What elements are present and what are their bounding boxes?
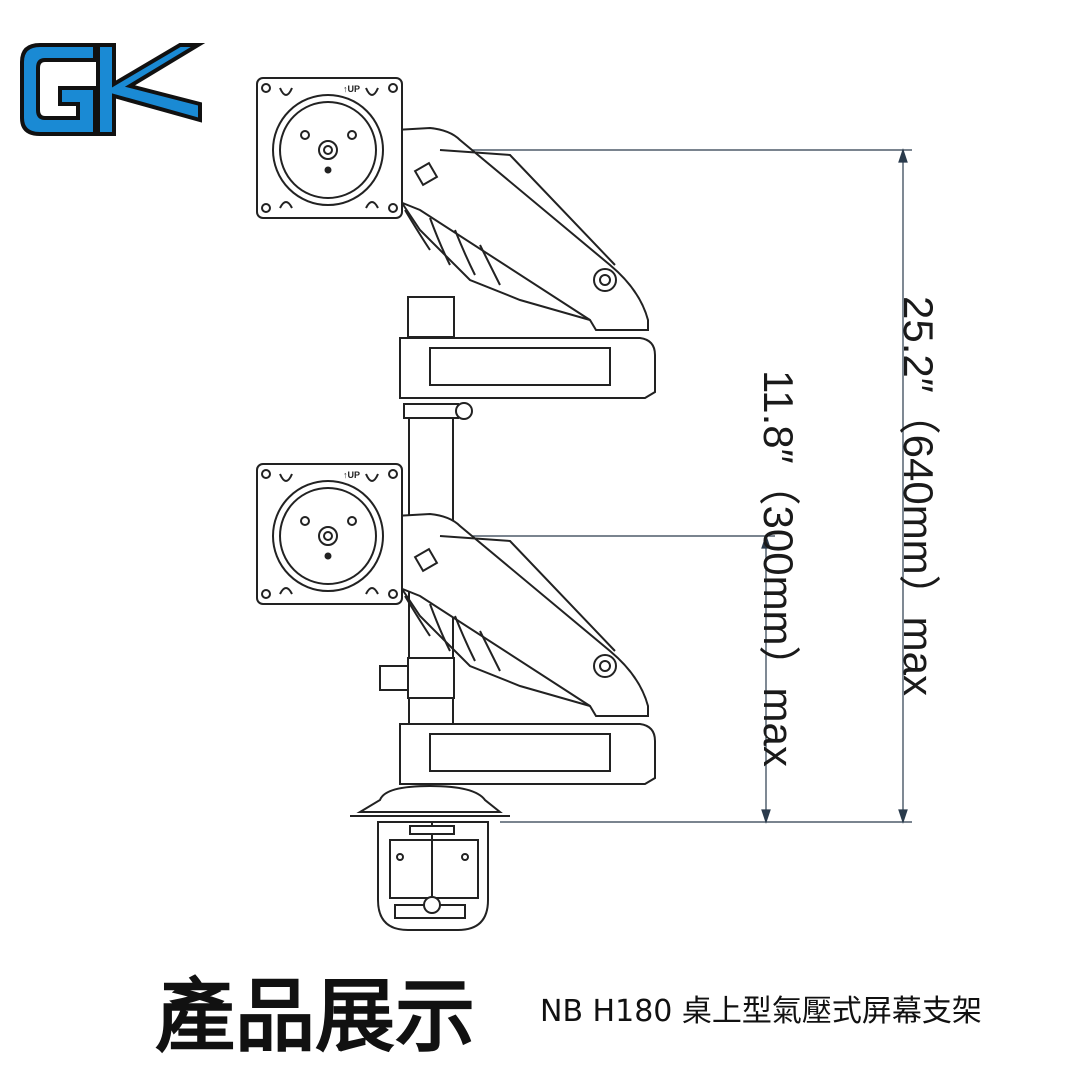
total-height-label: 25.2″（640mm）max (895, 296, 942, 697)
upper-plate-up-label: ↑UP (343, 84, 360, 94)
lower-plate-up-label: ↑UP (343, 470, 360, 480)
desk-clamp (350, 784, 510, 931)
lower-monitor-arm (256, 463, 656, 785)
product-subtitle: NB H180 桌上型氣壓式屏幕支架 (540, 994, 982, 1029)
arm-spacing-label: 11.8″（300mm）max (755, 370, 802, 767)
gk-logo: GK (20, 43, 206, 136)
section-title: 產品展示 (155, 970, 475, 1063)
upper-monitor-arm (256, 77, 656, 420)
